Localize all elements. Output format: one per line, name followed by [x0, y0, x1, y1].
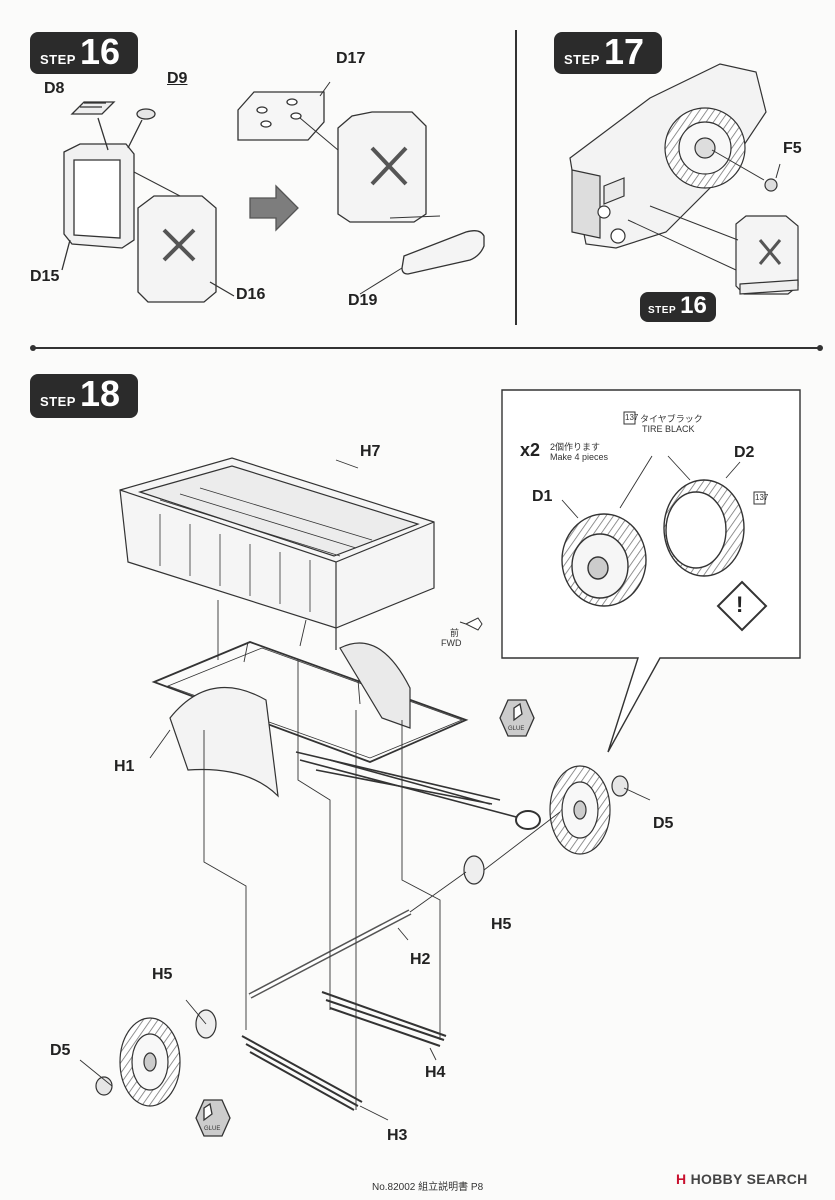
- part-label-f5: F5: [783, 140, 802, 157]
- step-number: 16: [680, 292, 707, 319]
- step18-badge: STEP 18: [30, 374, 138, 418]
- glue-badge-shapes: [195, 699, 535, 1137]
- warning-diamond-shape: [716, 580, 768, 632]
- quantity-multiplier: x2: [520, 440, 541, 460]
- hobby-search-watermark: H HOBBY SEARCH: [676, 1171, 808, 1187]
- part-label-h1: H1: [114, 758, 135, 775]
- part-label-h3: H3: [387, 1127, 408, 1144]
- right-wheel-shape: [549, 765, 611, 855]
- part-h5-right-shape: [463, 855, 485, 885]
- part-label-d16: D16: [236, 286, 266, 303]
- part-h1-shape: [169, 686, 279, 798]
- paint-code: 137: [625, 413, 639, 422]
- step-number: 18: [79, 373, 121, 414]
- part-label-d17: D17: [336, 50, 366, 67]
- part-label-h4: H4: [425, 1064, 446, 1081]
- left-wheel-shape: [119, 1017, 181, 1107]
- step-word: STEP: [40, 52, 76, 67]
- part-d17-shape: [237, 91, 325, 141]
- assembled-can-shape: [337, 111, 427, 223]
- step-arrow-shape: [249, 184, 299, 232]
- fwd-arrow-shape: [459, 617, 483, 631]
- inset-wheel-d1: [561, 513, 647, 607]
- step16-reference-badge: STEP 16: [640, 292, 716, 322]
- part-label-h5-right: H5: [491, 916, 512, 933]
- glue-icon: GLUE: [508, 726, 525, 732]
- step-word: STEP: [648, 305, 677, 316]
- page-footer: No.82002 組立説明書 P8: [372, 1182, 484, 1193]
- brand-name: HOBBY SEARCH: [690, 1171, 808, 1187]
- step-word: STEP: [40, 394, 76, 409]
- step-word: STEP: [564, 52, 600, 67]
- inset-tire-d2: [663, 479, 745, 577]
- fwd-label-jp: 前: [450, 628, 460, 638]
- detail-inset-shape: [501, 389, 801, 753]
- part-label-h5-left: H5: [152, 966, 173, 983]
- paint-name-jp: タイヤブラック: [640, 414, 703, 424]
- step-number: 16: [79, 31, 121, 72]
- paint-name-en: TIRE BLACK: [642, 424, 695, 434]
- part-label-d8: D8: [44, 80, 65, 97]
- part-f5-shape: [764, 178, 778, 192]
- part-label-h2: H2: [410, 951, 431, 968]
- part-h3-shape: [241, 1035, 363, 1111]
- fwd-label-en: FWD: [441, 638, 462, 648]
- hobby-search-logo-icon: H: [676, 1171, 687, 1187]
- part-label-d1: D1: [532, 488, 553, 505]
- part-label-d15: D15: [30, 268, 60, 285]
- step17-badge: STEP 17: [554, 32, 662, 74]
- part-label-d19: D19: [348, 292, 378, 309]
- part-label-d5-left: D5: [50, 1042, 71, 1059]
- drawbar-shape: [315, 759, 493, 805]
- make-count-jp: 2個作ります: [550, 442, 601, 452]
- part-d5-right-shape: [611, 775, 629, 797]
- part-d8-shape: [70, 101, 116, 115]
- part-label-d2: D2: [734, 444, 755, 461]
- part-label-h7: H7: [360, 443, 381, 460]
- step18-drawing: [79, 457, 651, 1121]
- make-count-en: Make 4 pieces: [550, 452, 609, 462]
- paint-code-d2: 137: [755, 493, 769, 502]
- step17-drawing: [569, 63, 799, 295]
- part-h4-shape: [321, 991, 447, 1047]
- step16-badge: STEP 16: [30, 32, 138, 74]
- step-number: 17: [603, 31, 645, 72]
- step16-drawing: [61, 81, 485, 303]
- part-label-d5-right: D5: [653, 815, 674, 832]
- part-label-d9: D9: [167, 70, 188, 87]
- part-d19-shape: [401, 230, 485, 275]
- warning-icon: !: [736, 592, 744, 617]
- part-d9-shape: [136, 108, 156, 120]
- glue-icon: GLUE: [204, 1126, 221, 1132]
